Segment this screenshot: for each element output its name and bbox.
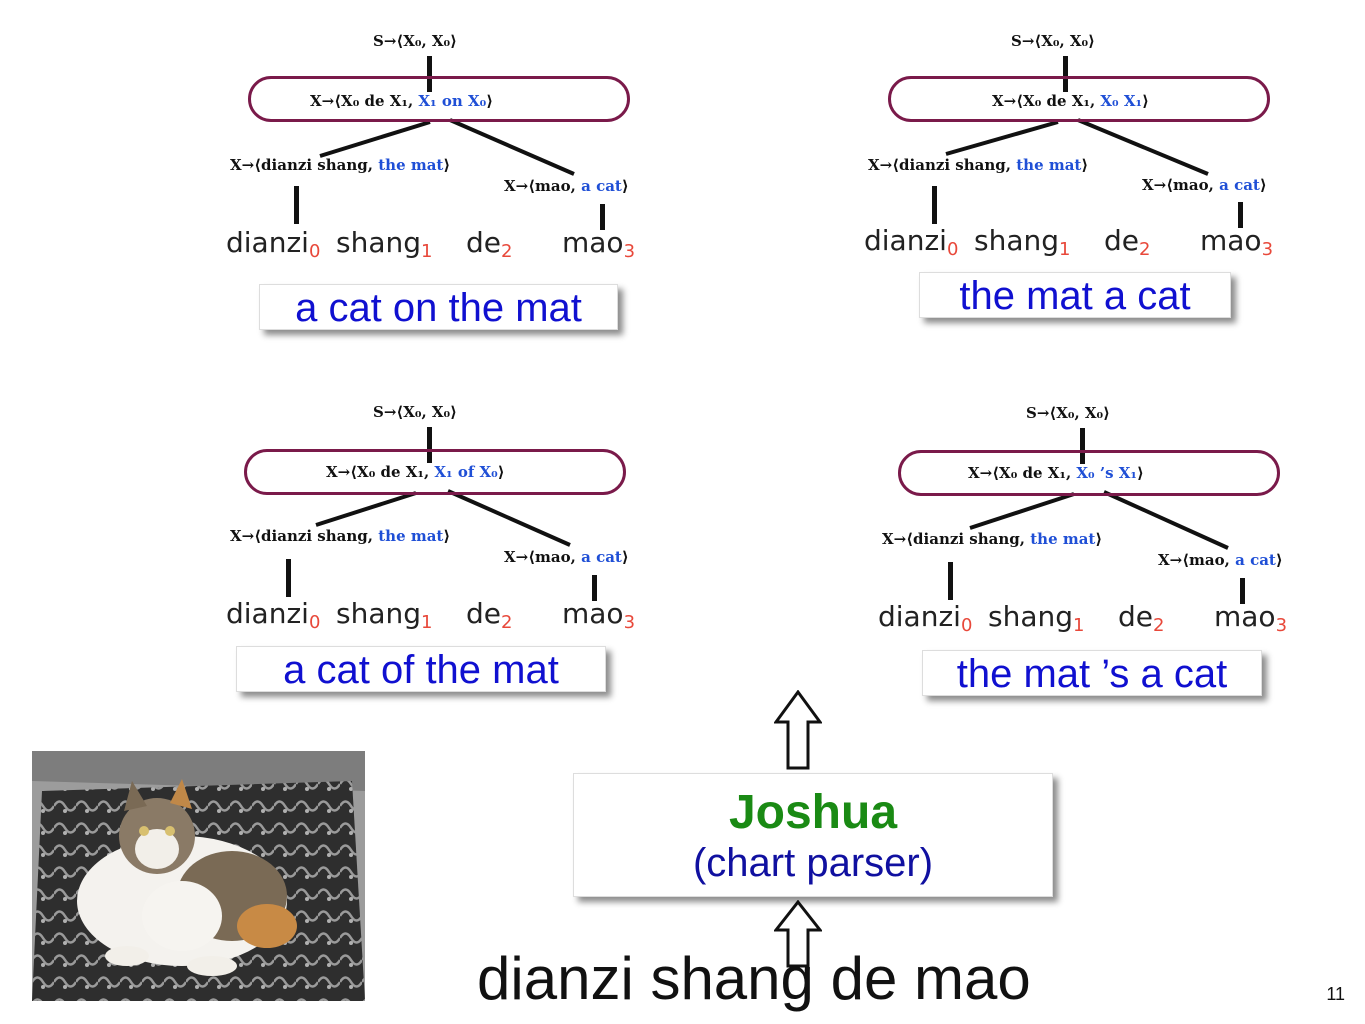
word-de: de2	[1104, 224, 1151, 260]
translation-2: the mat a cat	[919, 272, 1231, 318]
edge-right-word	[592, 575, 597, 601]
left-rule: X→⟨dianzi shang, the mat⟩	[882, 530, 1103, 548]
x-rule: X→⟨X₀ de X₁, X₁ on X₀⟩	[310, 92, 494, 110]
x-rule: X→⟨X₀ de X₁, X₁ of X₀⟩	[326, 463, 505, 481]
derivation-tree-1: S→⟨X₀, X₀⟩ X→⟨X₀ de X₁, X₁ on X₀⟩ X→⟨dia…	[220, 26, 690, 316]
tree-edges	[319, 118, 575, 176]
right-rule: X→⟨mao, a cat⟩	[1142, 176, 1267, 194]
right-rule: X→⟨mao, a cat⟩	[504, 548, 629, 566]
tree-edges	[969, 490, 1229, 550]
source-sentence: dianzi shang de mao	[477, 945, 1031, 1012]
word-shang: shang1	[988, 600, 1085, 636]
edge-s-x	[1063, 56, 1068, 92]
parser-subtitle: (chart parser)	[692, 841, 934, 885]
word-dianzi: dianzi0	[864, 224, 959, 260]
edge-left-word	[294, 186, 299, 224]
arrow-up-icon	[774, 900, 822, 968]
right-rule: X→⟨mao, a cat⟩	[1158, 551, 1283, 569]
word-mao: mao3	[1214, 600, 1288, 636]
s-rule: S→⟨X₀, X₀⟩	[373, 403, 457, 421]
edge-left-word	[948, 562, 953, 600]
tree-edges	[315, 489, 571, 547]
word-de: de2	[466, 597, 513, 633]
cat-photo	[32, 751, 365, 1001]
left-rule: X→⟨dianzi shang, the mat⟩	[230, 527, 451, 545]
right-rule: X→⟨mao, a cat⟩	[504, 177, 629, 195]
derivation-tree-4: S→⟨X₀, X₀⟩ X→⟨X₀ de X₁, X₀ ’s X₁⟩ X→⟨dia…	[872, 400, 1342, 690]
s-rule: S→⟨X₀, X₀⟩	[1011, 32, 1095, 50]
arrow-up-icon	[774, 690, 822, 770]
word-shang: shang1	[336, 597, 433, 633]
derivation-tree-2: S→⟨X₀, X₀⟩ X→⟨X₀ de X₁, X₀ X₁⟩ X→⟨dianzi…	[858, 26, 1328, 316]
edge-s-x	[1080, 428, 1085, 464]
translation-4: the mat ’s a cat	[922, 650, 1262, 696]
edge-right-word	[1238, 202, 1243, 228]
x-rule: X→⟨X₀ de X₁, X₀ X₁⟩	[992, 92, 1149, 110]
tree-edges	[945, 118, 1209, 176]
left-rule: X→⟨dianzi shang, the mat⟩	[230, 156, 451, 174]
edge-left-word	[286, 559, 291, 597]
parser-box: Joshua (chart parser)	[573, 773, 1053, 897]
s-rule: S→⟨X₀, X₀⟩	[1026, 404, 1110, 422]
rule-highlight-oval	[898, 450, 1280, 496]
word-mao: mao3	[1200, 224, 1274, 260]
x-rule: X→⟨X₀ de X₁, X₀ ’s X₁⟩	[968, 464, 1144, 482]
word-shang: shang1	[336, 226, 433, 262]
word-de: de2	[466, 226, 513, 262]
rule-highlight-oval	[248, 76, 630, 122]
edge-right-word	[1240, 578, 1245, 604]
word-shang: shang1	[974, 224, 1071, 260]
word-mao: mao3	[562, 597, 636, 633]
edge-left-word	[932, 186, 937, 224]
edge-s-x	[427, 56, 432, 92]
word-mao: mao3	[562, 226, 636, 262]
word-dianzi: dianzi0	[226, 597, 321, 633]
word-de: de2	[1118, 600, 1165, 636]
word-dianzi: dianzi0	[226, 226, 321, 262]
rule-highlight-oval	[244, 449, 626, 495]
parser-name: Joshua	[728, 786, 898, 839]
page-number: 11	[1326, 984, 1345, 1004]
rule-highlight-oval	[888, 76, 1270, 122]
translation-3: a cat of the mat	[236, 646, 606, 692]
s-rule: S→⟨X₀, X₀⟩	[373, 32, 457, 50]
translation-1: a cat on the mat	[259, 284, 618, 330]
edge-right-word	[600, 204, 605, 230]
left-rule: X→⟨dianzi shang, the mat⟩	[868, 156, 1089, 174]
word-dianzi: dianzi0	[878, 600, 973, 636]
derivation-tree-3: S→⟨X₀, X₀⟩ X→⟨X₀ de X₁, X₁ of X₀⟩ X→⟨dia…	[220, 397, 690, 687]
cat-on-mat-image	[32, 751, 365, 1001]
edge-s-x	[427, 427, 432, 463]
